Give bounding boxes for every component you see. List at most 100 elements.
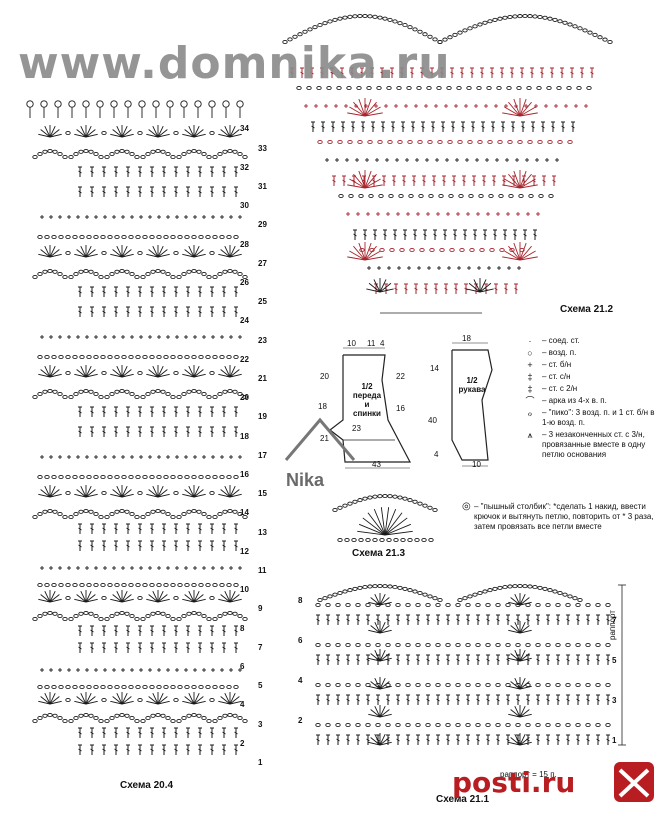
double-crochet-bar-mark: [234, 430, 238, 434]
chain-stitch-mark: [128, 582, 134, 588]
chain-stitch-mark: [512, 584, 518, 589]
chain-stitch-mark: [129, 271, 135, 277]
chain-stitch-mark: [327, 19, 333, 24]
double-crochet-bar-mark: [476, 698, 480, 702]
chain-stitch-mark: [65, 684, 71, 690]
chain-stitch-mark: [86, 582, 92, 588]
chain-stitch-mark: [98, 394, 104, 400]
fan-stitch-mark: [188, 125, 195, 138]
chain-stitch-mark: [181, 151, 187, 157]
fan-stitch-mark: [157, 598, 170, 603]
chain-stitch-mark: [438, 193, 444, 199]
picot-mark: [54, 100, 62, 108]
chain-stitch-mark: [206, 616, 212, 622]
chain-stitch-mark: [242, 616, 248, 622]
chain-stitch-mark: [212, 154, 218, 160]
fan-stitch-mark: [353, 101, 366, 117]
fan-stitch-mark: [40, 489, 51, 498]
chain-stitch-mark: [525, 682, 531, 688]
chain-stitch-mark: [332, 507, 338, 513]
fan-stitch-mark: [519, 98, 527, 117]
chain-stitch-mark: [607, 39, 613, 45]
double-crochet-bar-mark: [396, 698, 400, 702]
chain-stitch-mark: [142, 474, 148, 480]
double-crochet-bar-mark: [138, 410, 142, 414]
chain-stitch-mark: [445, 722, 451, 728]
chain-stitch-mark: [93, 271, 99, 277]
chain-stitch-mark: [342, 589, 348, 594]
chain-stitch-mark: [347, 14, 353, 19]
chain-stitch-mark: [427, 139, 433, 145]
fan-stitch-mark: [44, 590, 51, 603]
double-crochet-bar-mark: [234, 646, 238, 650]
chain-stitch-mark: [352, 499, 358, 504]
chain-stitch-mark: [134, 616, 140, 622]
chain-stitch-mark: [585, 642, 591, 648]
fan-stitch-mark: [76, 489, 87, 498]
double-crochet-bar-mark: [78, 646, 82, 650]
site-watermark: www.domnika.ru: [18, 38, 451, 89]
pattern-drawings: [284, 312, 654, 802]
chain-stitch-mark: [135, 234, 141, 240]
chain-stitch-mark: [191, 354, 197, 360]
fan-stitch-mark: [38, 493, 51, 498]
fan-stitch-mark: [116, 485, 123, 498]
double-crochet-bar-mark: [234, 290, 238, 294]
fan-stitch-mark: [193, 493, 206, 498]
chain-stitch-mark: [88, 389, 94, 394]
row-number: 2: [298, 716, 303, 725]
double-crochet-bar-mark: [78, 430, 82, 434]
fan-stitch-mark: [74, 373, 87, 378]
chain-stitch-mark: [109, 151, 115, 157]
fan-stitch-mark: [504, 250, 521, 261]
chain-stitch-mark: [181, 613, 187, 619]
fan-stitch-mark: [519, 593, 526, 606]
double-crochet-bar-mark: [330, 71, 334, 75]
front-dim-top-c: 4: [380, 339, 385, 348]
chain-stitch-mark: [47, 610, 53, 616]
chain-stitch-mark: [446, 85, 452, 91]
chain-stitch-mark: [456, 85, 462, 91]
chain-stitch-mark: [506, 85, 512, 91]
chain-stitch-mark: [447, 139, 453, 145]
chain-stitch-mark: [492, 586, 498, 591]
fan-stitch-mark: [44, 365, 51, 378]
chain-stitch-mark: [212, 234, 218, 240]
double-crochet-bar-mark: [464, 287, 468, 291]
row-number: 14: [240, 508, 249, 518]
fan-stitch-mark: [157, 369, 168, 378]
double-crochet-bar-mark: [590, 71, 594, 75]
row-number: 16: [240, 470, 249, 479]
chain-stitch-mark: [73, 613, 79, 619]
fan-stitch-mark: [193, 594, 204, 603]
fan-stitch-mark: [157, 365, 164, 378]
fan-stitch-mark: [157, 253, 170, 258]
chain-stitch-mark: [150, 269, 156, 274]
double-crochet-bar-mark: [174, 731, 178, 735]
chain-stitch-mark: [428, 193, 434, 199]
double-crochet-bar-mark: [416, 738, 420, 742]
chain-stitch-mark: [405, 682, 411, 688]
double-crochet-bar-mark: [346, 738, 350, 742]
double-crochet-bar-mark: [210, 310, 214, 314]
fan-stitch-mark: [182, 373, 195, 378]
double-crochet-bar-mark: [514, 287, 518, 291]
chain-stitch-mark: [137, 250, 143, 256]
fan-stitch-mark: [49, 692, 56, 705]
chain-stitch-mark: [546, 85, 552, 91]
double-crochet-bar-mark: [566, 698, 570, 702]
fan-stitch-mark: [121, 493, 134, 498]
chain-stitch-mark: [555, 682, 561, 688]
fan-stitch-mark: [40, 369, 51, 378]
chain-stitch-mark: [566, 85, 572, 91]
double-crochet-bar-mark: [436, 698, 440, 702]
chain-stitch-mark: [58, 684, 64, 690]
chain-stitch-mark: [37, 151, 43, 157]
chain-stitch-mark: [499, 247, 505, 253]
double-crochet-bar-mark: [102, 410, 106, 414]
legend-item: ·– соед. ст.: [520, 336, 658, 346]
double-crochet-bar-mark: [436, 738, 440, 742]
double-crochet-bar-mark: [174, 544, 178, 548]
chain-stitch-mark: [155, 712, 161, 718]
